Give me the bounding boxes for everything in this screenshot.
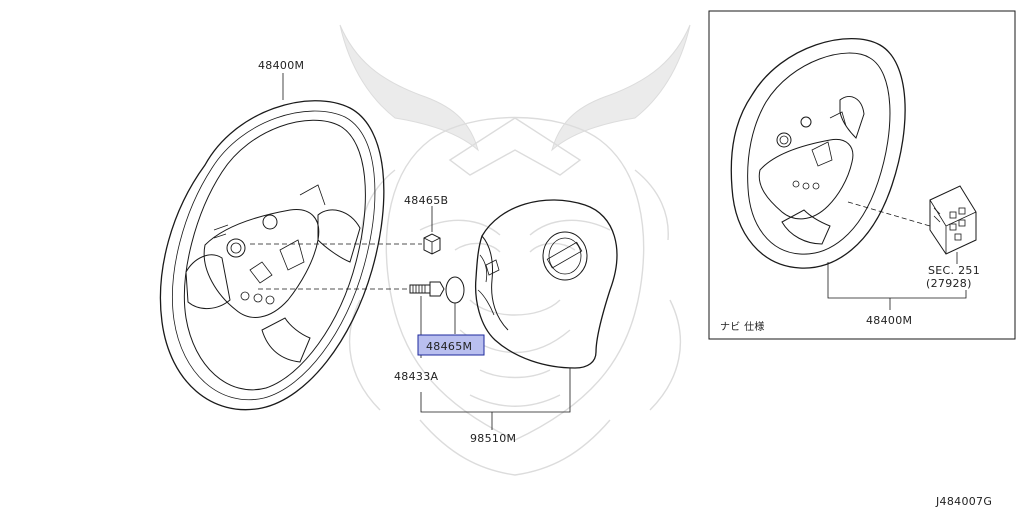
bracket-98510m: [420, 368, 571, 413]
label-48400m-main: 48400M: [258, 59, 304, 72]
label-27928: (27928): [926, 277, 972, 290]
steering-wheel-main: [159, 100, 385, 411]
switch-unit: [929, 185, 977, 255]
bracket-48400m-inset: [827, 262, 967, 299]
diagram-id: J484007G: [935, 495, 992, 508]
label-48433a: 48433A: [394, 370, 438, 383]
label-48465m[interactable]: 48465M: [426, 340, 472, 353]
label-48400m-inset: 48400M: [866, 314, 912, 327]
inset-box: [708, 10, 1016, 340]
dashed-line-switch: [847, 201, 931, 227]
bolt-48433a: [409, 281, 445, 297]
watermark-logo: [339, 24, 691, 476]
label-navi-spec: ナビ 仕様: [720, 320, 765, 333]
airbag-module: [474, 199, 618, 369]
label-98510m: 98510M: [470, 432, 516, 445]
highlight-box-48465m[interactable]: [417, 334, 485, 356]
label-48465b: 48465B: [404, 194, 448, 207]
cap-48465m: [445, 276, 465, 304]
label-sec251: SEC. 251: [928, 264, 980, 277]
steering-wheel-inset: [730, 38, 906, 269]
nut-48465b: [423, 233, 441, 255]
